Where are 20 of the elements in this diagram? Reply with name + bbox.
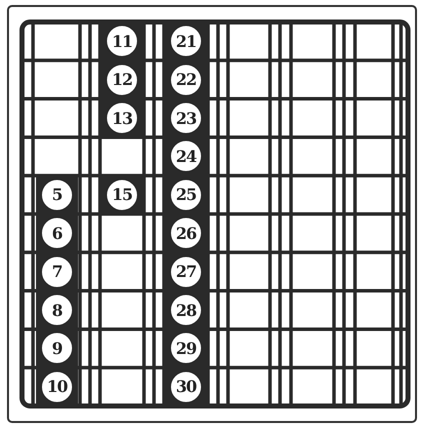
circle-number: 5 [52,185,62,204]
circle-number: 8 [52,300,62,320]
circle-number: 10 [46,377,68,396]
circle-number: 22 [176,70,196,90]
circle-number: 9 [52,338,62,358]
circle-number: 11 [112,32,132,51]
circle-number: 28 [176,300,196,320]
circle-number: 26 [176,224,196,243]
circle-number: 29 [176,338,196,358]
circle-number: 21 [176,32,196,51]
circle-number: 27 [176,262,196,282]
circle-number: 12 [112,70,132,90]
circle-number: 30 [176,377,196,396]
circle-number: 6 [52,224,62,243]
circle-number: 24 [176,146,196,166]
circle-number: 7 [52,262,62,282]
circle-number: 25 [176,185,196,204]
circle-number: 13 [112,108,132,128]
circle-number: 15 [112,185,132,204]
circle-number: 23 [176,108,196,128]
